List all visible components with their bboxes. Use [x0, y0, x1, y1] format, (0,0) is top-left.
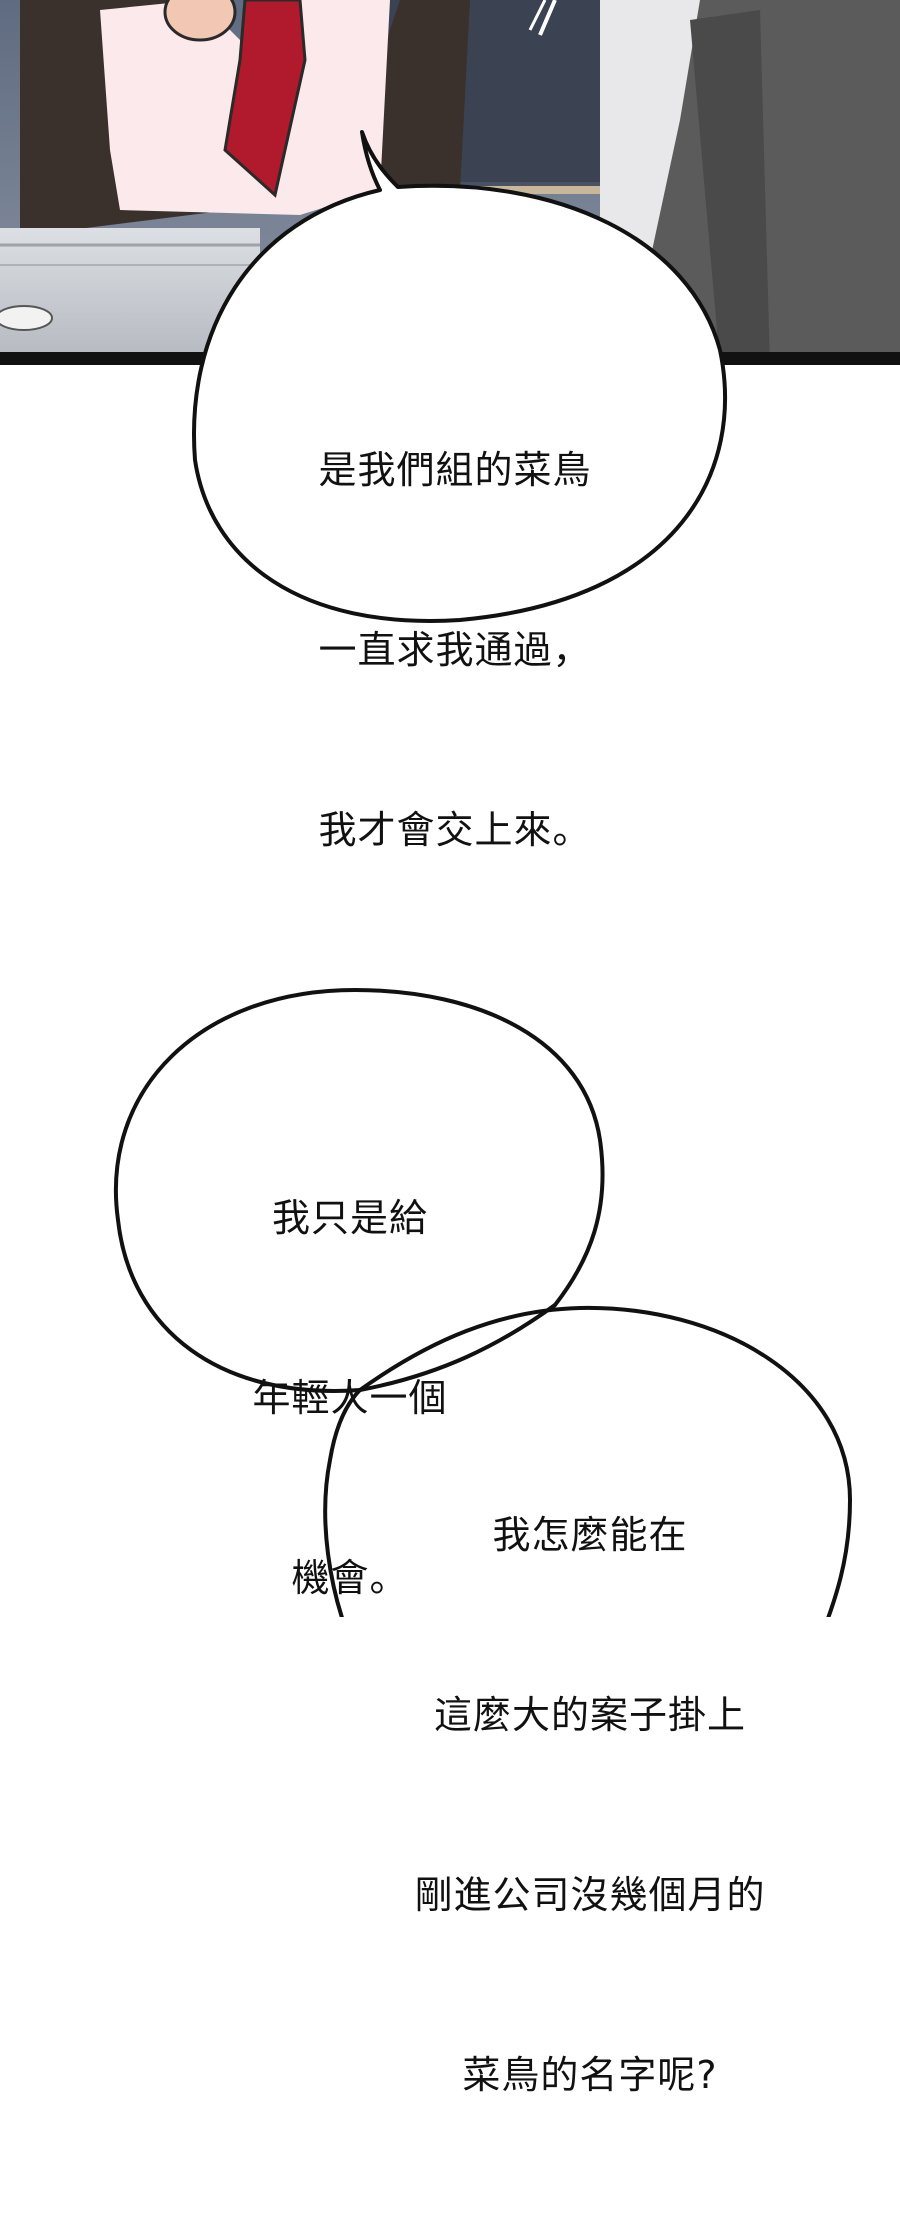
speech-line: 剛進公司沒幾個月的	[414, 1873, 766, 1917]
speech-line: 是我們組的菜鳥	[318, 448, 592, 492]
speech-bubbles-layer	[114, 130, 852, 1617]
speech-line: 我怎麼能在	[492, 1513, 688, 1557]
speech-line: 菜鳥的名字呢?	[462, 2053, 718, 2097]
left-character-hand	[163, 0, 237, 42]
speech-line: 我只是給	[271, 1196, 428, 1240]
speech-line: 一直求我通過，	[318, 628, 592, 672]
computer-mouse	[0, 305, 53, 331]
left-character-tie	[223, 0, 307, 198]
speech-bubble-3-text: 我怎麼能在 這麼大的案子掛上 剛進公司沒幾個月的 菜鳥的名字呢?	[355, 1385, 825, 2225]
speech-bubble-3	[323, 1305, 852, 1617]
office-scene-panel	[0, 0, 900, 365]
speech-line: 年輕人一個	[252, 1376, 448, 1420]
speech-line: 機會。	[291, 1556, 409, 1600]
speech-bubble-2-text: 我只是給 年輕人一個 機會。	[200, 1068, 500, 1728]
speech-line: 我才會交上來。	[318, 808, 592, 852]
speech-bubble-1-text: 是我們組的菜鳥 一直求我通過， 我才會交上來。	[270, 320, 640, 980]
speech-line: 這麼大的案子掛上	[433, 1693, 746, 1737]
speech-bubble-1	[192, 130, 728, 623]
comic-page: 是我們組的菜鳥 一直求我通過， 我才會交上來。 我只是給 年輕人一個 機會。 我…	[0, 0, 900, 2097]
